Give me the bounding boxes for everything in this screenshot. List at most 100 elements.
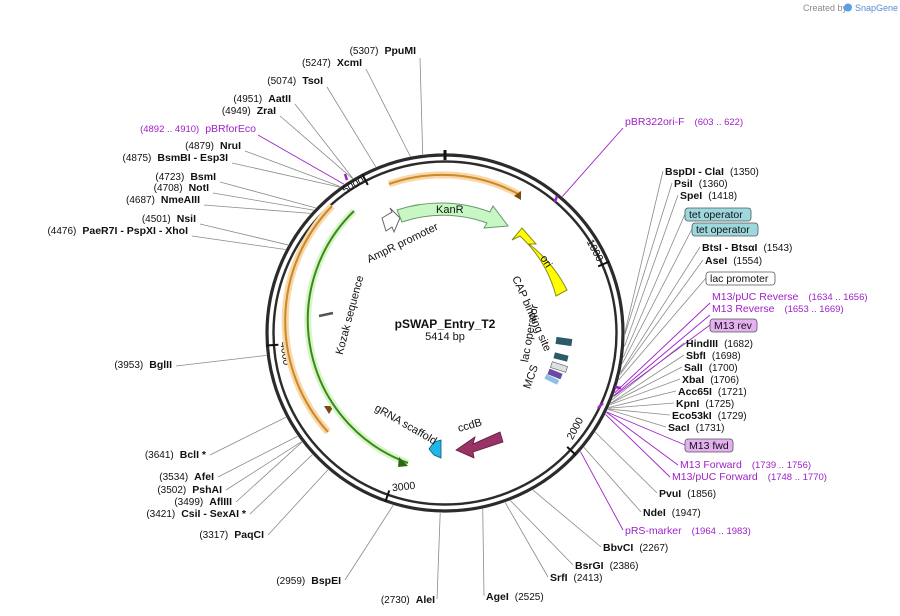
enzyme-label[interactable]: (3953)BglII [114, 359, 172, 371]
enzyme-leader-line [267, 469, 329, 536]
label-leader-lines [175, 57, 711, 600]
enzyme-label[interactable]: KpnI(1725) [676, 398, 734, 410]
enzyme-leader-line [611, 342, 685, 401]
enzyme-leader-line [203, 204, 311, 214]
lac-operator-box[interactable] [553, 352, 569, 362]
ccdb-label: ccdB [457, 417, 484, 435]
enzyme-label[interactable]: (4476)PaeR7I - PspXI - XhoI [47, 225, 188, 237]
enzyme-label[interactable]: (4708)NotI [154, 182, 209, 194]
enzyme-leader-line [365, 68, 411, 157]
ori-arrow[interactable] [511, 227, 568, 297]
enzyme-leader-line [504, 502, 549, 578]
enzyme-label[interactable]: (3499)AflIII [174, 496, 232, 508]
tick-mark [566, 446, 577, 456]
kozak-mark [318, 311, 334, 318]
enzyme-label[interactable]: PvuI(1856) [659, 488, 716, 500]
tick-label: 1000 [584, 237, 606, 263]
orange-arc-top-arrowhead [514, 191, 521, 200]
kanr-arrow[interactable] [396, 202, 509, 229]
boxed-feature-label[interactable]: M13 rev [709, 318, 758, 333]
primer-label[interactable]: M13/pUC Reverse(1634 .. 1656) [712, 291, 868, 303]
ori-label: ori [537, 253, 554, 270]
boxed-feature-label[interactable]: M13 fwd [684, 438, 734, 453]
boxed-label-text: M13 rev [714, 320, 753, 332]
enzyme-label[interactable]: BtsI - BtsαI(1543) [702, 242, 792, 254]
enzyme-label[interactable]: (4501)NsiI [142, 213, 196, 225]
enzyme-label[interactable]: (4875)BsmBI - Esp3I [122, 152, 228, 164]
primer-label[interactable]: M13/pUC Forward(1748 .. 1770) [672, 471, 827, 483]
boxed-label-text: tet operator [696, 224, 750, 236]
enzyme-leader-line [436, 512, 441, 600]
ampr-promoter-arrow[interactable] [381, 207, 401, 234]
box-leader-line [622, 213, 686, 358]
primer-pbrforeco-mark [343, 173, 349, 181]
enzyme-label[interactable]: (3502)PshAI [157, 484, 222, 496]
grna-scaffold-arrow[interactable] [428, 439, 442, 459]
enzyme-label[interactable]: BspDI - ClaI(1350) [665, 166, 759, 178]
ccdb-arrow[interactable] [455, 431, 504, 459]
snapgene-brand[interactable]: Created by SnapGene [803, 3, 898, 13]
enzyme-label[interactable]: XbaI(1706) [682, 374, 739, 386]
enzyme-label[interactable]: (4949)ZraI [222, 105, 276, 117]
enzyme-label[interactable]: SacI(1731) [668, 422, 725, 434]
primer-leader-line [606, 412, 679, 466]
enzyme-label[interactable]: SbfI(1698) [686, 350, 741, 362]
enzyme-label[interactable]: BsrGI(2386) [575, 560, 639, 572]
enzyme-label[interactable]: NdeI(1947) [643, 507, 701, 519]
primer-leader-line [580, 451, 624, 531]
enzyme-label[interactable]: (4687)NmeAIII [126, 194, 200, 206]
enzyme-label[interactable]: Eco53kI(1729) [672, 410, 747, 422]
mcs-box-white[interactable] [550, 361, 568, 373]
enzyme-label[interactable]: (5247)XcmI [302, 57, 362, 69]
svg-text:SnapGene: SnapGene [855, 3, 898, 13]
enzyme-label[interactable]: BbvCI(2267) [603, 542, 668, 554]
enzyme-leader-line [235, 441, 303, 503]
primer-label[interactable]: (4892 .. 4910)pBRforEco [140, 123, 256, 135]
enzyme-label[interactable]: Acc65I(1721) [678, 386, 747, 398]
cap-binding-site-box[interactable] [555, 336, 573, 347]
enzyme-leader-line [175, 355, 267, 367]
primer-label[interactable]: M13 Reverse(1653 .. 1669) [712, 303, 844, 315]
enzyme-label[interactable]: (5307)PpuMI [350, 45, 416, 57]
primer-label[interactable]: pBR322ori-F(603 .. 622) [625, 116, 743, 128]
primer-pbr322ori-mark [553, 195, 559, 203]
enzyme-leader-line [279, 115, 353, 179]
enzyme-label[interactable]: (2730)AleI [381, 594, 435, 606]
enzyme-label[interactable]: (4879)NruI [185, 140, 241, 152]
enzyme-label[interactable]: (3534)AfeI [159, 471, 214, 483]
primer-leader-line [257, 134, 345, 185]
enzyme-leader-line [217, 435, 298, 478]
enzyme-label[interactable]: (3421)CsiI - SexAI * [146, 508, 247, 520]
enzyme-label[interactable]: (4723)BsmI [155, 171, 216, 183]
enzyme-leader-line [620, 246, 701, 373]
enzyme-leader-line [225, 441, 302, 491]
enzyme-label[interactable]: (3317)PaqCI [199, 529, 264, 541]
enzyme-leader-line [326, 86, 377, 168]
plasmid-length: 5414 bp [425, 331, 465, 343]
primer-label[interactable]: pRS-marker(1964 .. 1983) [625, 525, 751, 537]
enzyme-label[interactable]: SpeI(1418) [680, 190, 737, 202]
enzyme-label[interactable]: PsiI(1360) [674, 178, 728, 190]
boxed-feature-label-layer: tet operator tet operator lac promoterM13 … [684, 207, 776, 453]
boxed-feature-label[interactable]: tet operator [684, 207, 752, 222]
enzyme-label[interactable]: (2959)BspEI [276, 575, 341, 587]
enzyme-label[interactable]: (5074)TsoI [267, 75, 323, 87]
enzyme-label[interactable]: (4951)AatII [233, 93, 291, 105]
enzyme-label[interactable]: SrfI(2413) [550, 572, 602, 584]
enzyme-label[interactable]: AseI(1554) [705, 255, 762, 267]
boxed-feature-label[interactable]: lac promoter [705, 271, 776, 286]
boxed-feature-label[interactable]: tet operator [691, 222, 759, 237]
primer-label-layer: pBR322ori-F(603 .. 622) (4892 .. 4910)pBR… [140, 116, 867, 537]
enzyme-label[interactable]: SalI(1700) [684, 362, 738, 374]
enzyme-label[interactable]: HindIII(1682) [686, 338, 753, 350]
mcs-box-purple[interactable] [547, 368, 563, 380]
enzyme-label[interactable]: (3641)BclI * [145, 449, 207, 461]
enzyme-label[interactable]: AgeI(2525) [486, 591, 544, 603]
primer-label[interactable]: M13 Forward(1739 .. 1756) [680, 459, 811, 471]
tick-label: 5000 [340, 174, 366, 196]
mcs-box-blue[interactable] [544, 374, 560, 385]
enzyme-leader-line [594, 431, 658, 494]
tick-mark [266, 343, 279, 347]
